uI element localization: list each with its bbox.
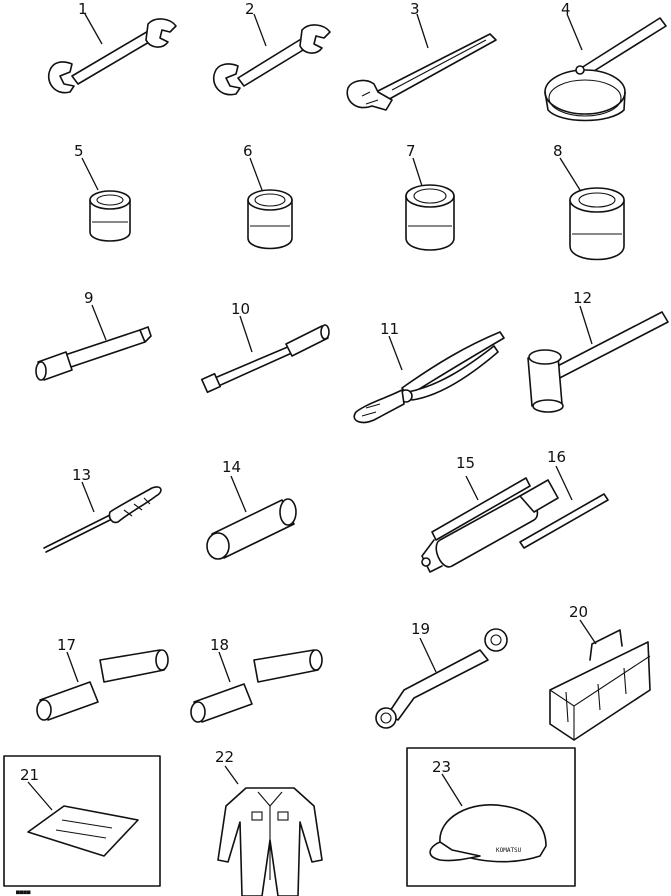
part-6-socket	[247, 157, 293, 250]
callout-17: 17	[57, 636, 76, 654]
callout-14: 14	[222, 458, 241, 476]
callout-10: 10	[231, 300, 250, 318]
callout-12: 12	[573, 289, 592, 307]
callout-4: 4	[561, 0, 571, 18]
callout-5: 5	[74, 142, 84, 160]
part-8-socket	[559, 157, 625, 261]
part-14-pin	[206, 475, 297, 560]
part-13-screwdriver	[43, 481, 162, 553]
callout-23: 23	[432, 758, 451, 776]
part-21-manual	[3, 755, 161, 887]
callout-9: 9	[84, 289, 94, 307]
callout-1: 1	[78, 0, 88, 18]
callout-22: 22	[215, 748, 234, 766]
part-9-extension-bar	[35, 304, 152, 381]
part-16-pipe	[519, 465, 609, 549]
part-15-grease-gun	[421, 475, 559, 573]
part-7-socket	[405, 157, 455, 251]
part-10-socket-handle	[200, 315, 330, 394]
part-23-cap	[406, 747, 576, 887]
part-22-coveralls	[217, 765, 323, 896]
callout-2: 2	[245, 0, 255, 18]
callout-8: 8	[553, 142, 563, 160]
callout-21: 21	[20, 766, 39, 784]
callout-7: 7	[406, 142, 416, 160]
part-18-socket-extension	[190, 649, 323, 723]
part-11-pliers	[353, 331, 505, 424]
part-12-hammer	[527, 305, 669, 413]
callout-11: 11	[380, 320, 399, 338]
footer-mark: ■■■■	[16, 889, 31, 896]
part-17-socket-extension	[36, 649, 169, 721]
callout-20: 20	[569, 603, 588, 621]
callout-6: 6	[243, 142, 253, 160]
callout-15: 15	[456, 454, 475, 472]
callout-13: 13	[72, 466, 91, 484]
part-5-socket	[81, 157, 131, 242]
part-4-filter-wrench	[544, 13, 667, 122]
callout-19: 19	[411, 620, 430, 638]
part-19-box-wrench	[375, 628, 508, 729]
callout-16: 16	[547, 448, 566, 466]
callout-3: 3	[410, 0, 420, 18]
part-1-open-end-wrench	[48, 13, 177, 94]
part-3-adjustable-wrench	[346, 13, 497, 111]
part-2-open-end-wrench	[213, 13, 331, 96]
cap-brand-text: KOMATSU	[496, 847, 522, 854]
callout-18: 18	[210, 636, 229, 654]
part-20-tool-bag	[549, 619, 651, 741]
